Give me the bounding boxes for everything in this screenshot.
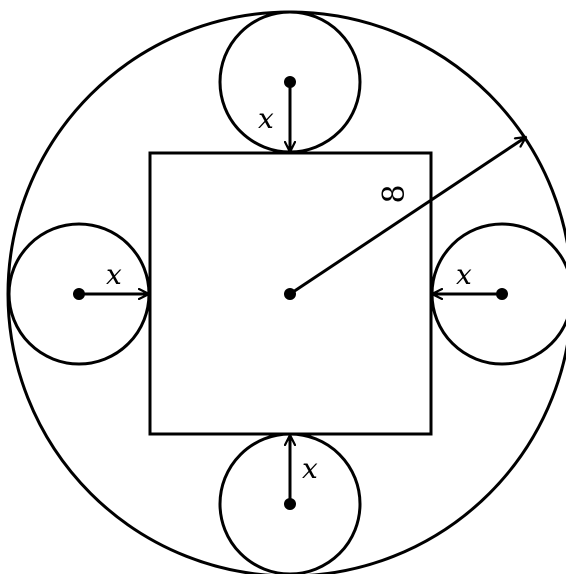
left-x-label: x xyxy=(106,258,122,291)
radius-arrow xyxy=(289,137,526,296)
right-x-label: x xyxy=(456,258,472,291)
radius-label: 8 xyxy=(377,184,412,203)
top-x-label: x xyxy=(258,102,274,135)
bottom-x-label: x xyxy=(302,452,318,485)
